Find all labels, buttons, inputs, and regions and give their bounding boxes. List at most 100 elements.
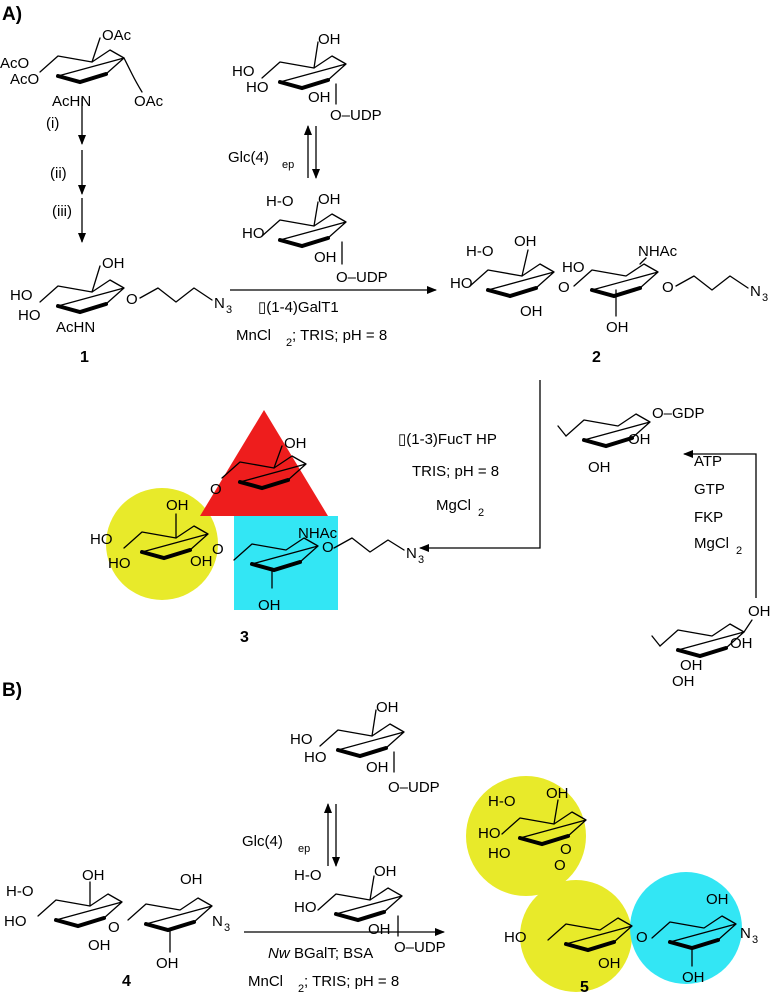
b-udpgal-ho: HO bbox=[294, 899, 317, 916]
fuc-oh-2: OH bbox=[730, 635, 753, 652]
bgalt-label: BGalT; BSA bbox=[294, 945, 373, 962]
c1-ho-2: HO bbox=[18, 307, 41, 324]
section-b-label: B) bbox=[2, 680, 22, 701]
compound-1-structure: OH HO HO AcHN O N 3 bbox=[10, 255, 232, 336]
aco-2: AcO bbox=[10, 71, 39, 88]
udp-glucose-b: OH HO HO OH O–UDP bbox=[290, 699, 440, 796]
fkp-label: FKP bbox=[694, 509, 723, 526]
c2-n3: N bbox=[750, 283, 761, 300]
epimerase-label: Glc(4) bbox=[228, 149, 269, 166]
b-udpgal-h-o: H-O bbox=[294, 867, 322, 884]
epimerase-sub-b: ep bbox=[298, 843, 310, 855]
udp-galactose: OH H-O HO OH O–UDP bbox=[242, 191, 388, 286]
step-b-cond-rest: ; TRIS; pH = 8 bbox=[304, 973, 399, 990]
c3-o-aglycone: O bbox=[322, 539, 334, 556]
galactose-symbol bbox=[106, 488, 218, 600]
glcnac-symbol-b bbox=[630, 872, 742, 984]
compound-4-label: 4 bbox=[122, 973, 131, 990]
c1-o: O bbox=[126, 291, 138, 308]
mgcl-label: MgCl bbox=[436, 497, 471, 514]
c3-fuc-oh: OH bbox=[284, 435, 307, 452]
c5-o-2: O bbox=[554, 857, 566, 874]
aco-1: AcO bbox=[0, 55, 29, 72]
c3-oh-2: OH bbox=[190, 553, 213, 570]
oac-top: OAc bbox=[102, 27, 132, 44]
c4-n3-sub: 3 bbox=[224, 922, 230, 934]
gdp-fucose: OH OH O–GDP bbox=[557, 405, 705, 476]
fuc-oh-4: OH bbox=[672, 673, 695, 690]
c5-oh-4: OH bbox=[706, 891, 729, 908]
c4-oh-3: OH bbox=[180, 871, 203, 888]
b-udpglc-ho-2: HO bbox=[304, 749, 327, 766]
c5-oh-3: OH bbox=[598, 955, 621, 972]
c3-fuc-o: O bbox=[210, 481, 222, 498]
c4-n3: N bbox=[212, 913, 223, 930]
udp-glucose: OH HO HO OH O–UDP bbox=[232, 31, 382, 124]
starting-material-glcnac-peracetate: OAc AcO AcO AcHN OAc bbox=[0, 27, 164, 110]
c2-ho-2: HO bbox=[562, 259, 585, 276]
c3-oh-3: OH bbox=[258, 597, 281, 614]
atp-label: ATP bbox=[694, 453, 722, 470]
udpglc-o-udp: O–UDP bbox=[330, 107, 382, 124]
compound-3-structure: OH HO HO OH O OH O NHAc OH O N 3 bbox=[90, 410, 424, 614]
c3-n3: N bbox=[406, 545, 417, 562]
c3-n3-sub: 3 bbox=[418, 554, 424, 566]
b-udpglc-oh: OH bbox=[376, 699, 399, 716]
b-udpgal-oh-2: OH bbox=[368, 921, 391, 938]
compound-3-label: 3 bbox=[240, 629, 249, 646]
c1-achn: AcHN bbox=[56, 319, 95, 336]
udpgal-ho: HO bbox=[242, 225, 265, 242]
compound-1-label: 1 bbox=[80, 349, 89, 366]
fuct-label: ▯(1-3)FucT HP bbox=[398, 431, 497, 448]
c2-nhac: NHAc bbox=[638, 243, 678, 260]
udpgal-oh-2: OH bbox=[314, 249, 337, 266]
c5-ho-3: HO bbox=[504, 929, 527, 946]
c4-h-o: H-O bbox=[6, 883, 34, 900]
udpgal-h-o: H-O bbox=[266, 193, 294, 210]
c2-h-o: H-O bbox=[466, 243, 494, 260]
b-udpglc-ho-1: HO bbox=[290, 731, 313, 748]
c1-n3: N bbox=[214, 295, 225, 312]
c2-oh-top: OH bbox=[514, 233, 537, 250]
c1-oh: OH bbox=[102, 255, 125, 272]
reaction-arrow-b: Nw BGalT; BSA MnCl 2 ; TRIS; pH = 8 bbox=[244, 928, 445, 995]
fucose-symbol bbox=[200, 410, 328, 516]
c5-n3-sub: 3 bbox=[752, 934, 758, 946]
c2-oh-2: OH bbox=[520, 303, 543, 320]
b-udpglc-o-udp: O–UDP bbox=[388, 779, 440, 796]
c5-h-o: H-O bbox=[488, 793, 516, 810]
c2-o: O bbox=[662, 279, 674, 296]
fuc-oh-3: OH bbox=[680, 657, 703, 674]
c5-ho-2: HO bbox=[488, 845, 511, 862]
step1-cond-mn: MnCl bbox=[236, 327, 271, 344]
c2-n3-sub: 3 bbox=[762, 292, 768, 304]
oac-anomeric: OAc bbox=[134, 93, 164, 110]
udpgal-oh: OH bbox=[318, 191, 341, 208]
epimerase-label-b: Glc(4) bbox=[242, 833, 283, 850]
step-b-cond-mn: MnCl bbox=[248, 973, 283, 990]
c5-oh-5: OH bbox=[682, 969, 705, 986]
c1-n3-sub: 3 bbox=[226, 304, 232, 316]
c5-n3: N bbox=[740, 925, 751, 942]
compound-5-label: 5 bbox=[580, 979, 589, 996]
udpgal-o-udp: O–UDP bbox=[336, 269, 388, 286]
step-iii: (iii) bbox=[52, 203, 72, 220]
c3-oh-top: OH bbox=[166, 497, 189, 514]
b-udpgal-oh: OH bbox=[374, 863, 397, 880]
c5-o-link: O bbox=[636, 929, 648, 946]
compound-5-structure: OH H-O HO HO O O HO OH O OH OH N 3 bbox=[466, 776, 758, 992]
nw-label: Nw bbox=[268, 945, 291, 962]
achn-sm: AcHN bbox=[52, 93, 91, 110]
reaction-arrow-2: ▯(1-3)FucT HP TRIS; pH = 8 MgCl 2 bbox=[398, 380, 541, 552]
b-udpglc-oh-2: OH bbox=[366, 759, 389, 776]
gdpfuc-oh-1: OH bbox=[628, 431, 651, 448]
step1-cond-sub: 2 bbox=[286, 337, 292, 349]
c4-oh-top: OH bbox=[82, 867, 105, 884]
gdpfuc-o-gdp: O–GDP bbox=[652, 405, 705, 422]
salvage-pathway: ATP GTP FKP MgCl 2 bbox=[683, 450, 757, 598]
mgcl2-sub: 2 bbox=[736, 545, 742, 557]
step-ii: (ii) bbox=[50, 165, 67, 182]
c3-nhac: NHAc bbox=[298, 525, 338, 542]
step-i: (i) bbox=[46, 115, 59, 132]
